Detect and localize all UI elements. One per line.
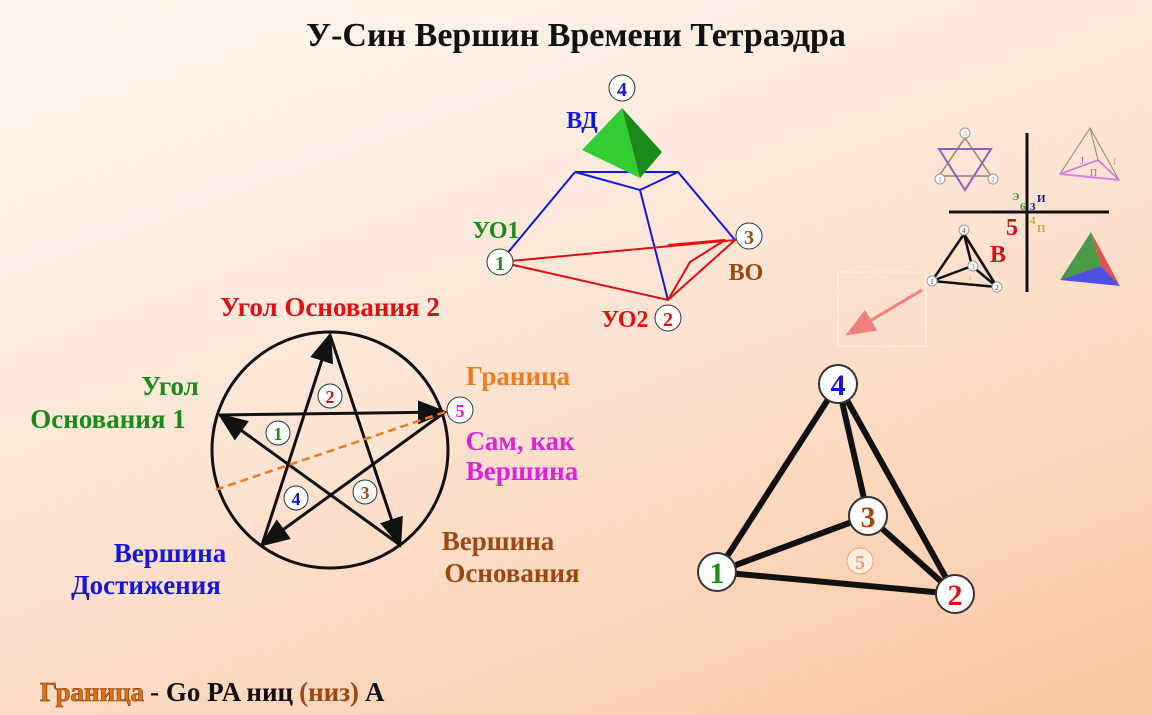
footer-text: Граница- Go PA ниц(низ)А <box>40 677 385 707</box>
pyramid-diagram: 4 ВД 1 УО1 2 УО2 3 ВО <box>472 74 764 333</box>
mini-diagram: 3 1 2 J П I Э 6 3 И 4 П 5 В 4 3 1 2 5 <box>837 127 1120 347</box>
footer-paren: (низ) <box>299 677 359 707</box>
label-left-2: Основания 1 <box>30 404 185 434</box>
mini-axis: 3 <box>1030 201 1036 213</box>
pentagram-diagram: 2 1 3 4 5 Угол Основания 2 Угол Основани… <box>30 292 579 600</box>
mini-label: J <box>1080 156 1084 167</box>
mini-axis: 6 <box>1020 201 1026 213</box>
label-br-2: Основания <box>444 558 579 588</box>
tetrahedron-diagram: 4 3 1 2 5 <box>697 364 975 614</box>
tetra-num-4: 4 <box>831 369 846 402</box>
footer-end: А <box>365 677 385 707</box>
mini-label: П <box>1090 168 1097 179</box>
v2-label: УО2 <box>601 307 648 333</box>
pent-num-3: 3 <box>361 483 370 503</box>
apex-num: 4 <box>617 79 627 101</box>
label-self-1: Сам, как <box>465 426 575 456</box>
mini-num: 2 <box>991 176 995 184</box>
mini-num: 1 <box>938 176 942 184</box>
mini-axis: 4 <box>1030 215 1036 227</box>
mini-axis: П <box>1037 223 1046 235</box>
mini-axis: И <box>1037 193 1046 205</box>
mini-axis: Э <box>1012 191 1019 203</box>
mini-label: I <box>1113 157 1116 168</box>
label-bl-1: Вершина <box>114 538 227 568</box>
mini-num: 1 <box>930 278 934 286</box>
pent-num-4: 4 <box>292 489 301 509</box>
label-self-2: Вершина <box>466 456 579 486</box>
apex-label: ВД <box>566 108 598 134</box>
tetra-num-3: 3 <box>861 501 876 534</box>
v1-num: 1 <box>495 253 505 275</box>
v3-num: 3 <box>744 227 754 249</box>
footer-rest: - Go PA ниц <box>150 677 293 707</box>
label-top: Угол Основания 2 <box>220 292 440 322</box>
pent-num-5: 5 <box>456 401 465 421</box>
label-bl-2: Достижения <box>71 570 221 600</box>
tetra-num-5: 5 <box>855 552 865 574</box>
mini-num: 3 <box>963 130 967 138</box>
label-border: Граница <box>466 361 571 391</box>
tetra-num-2: 2 <box>948 579 963 612</box>
mini-num: 5 <box>969 276 972 282</box>
v1-label: УО1 <box>472 218 519 244</box>
footer-word: Граница <box>40 677 145 707</box>
mini-axis: 5 <box>1006 215 1018 241</box>
v3-label: ВО <box>729 260 764 286</box>
v2-num: 2 <box>663 309 673 331</box>
label-left-1: Угол <box>141 371 198 401</box>
mini-num: 2 <box>995 284 999 292</box>
pent-num-1: 1 <box>274 424 283 444</box>
tetra-num-1: 1 <box>710 557 725 590</box>
page-title: У-Син Вершин Времени Тетраэдра <box>306 17 846 54</box>
label-br-1: Вершина <box>442 526 555 556</box>
mini-num: 3 <box>971 263 975 271</box>
mini-num: 4 <box>962 227 966 235</box>
pent-num-2: 2 <box>326 387 335 407</box>
mini-axis: В <box>990 242 1006 268</box>
